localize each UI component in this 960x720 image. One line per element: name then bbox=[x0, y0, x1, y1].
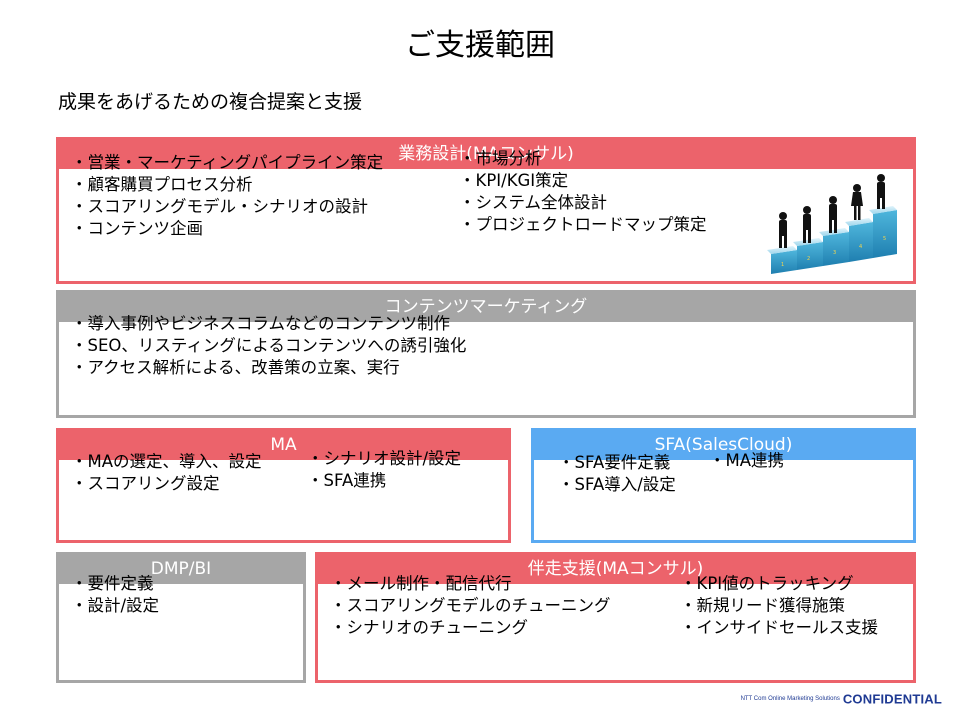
business-stairs-illustration: 1 2 3 4 5 bbox=[767, 174, 897, 274]
content-marketing-header: コンテンツマーケティング bbox=[59, 293, 913, 322]
ma-consult-col1: ・営業・マーケティングパイプライン策定 ・顧客購買プロセス分析 ・スコアリングモ… bbox=[71, 152, 383, 240]
sfa-box: SFA(SalesCloud) ・SFA要件定義 ・SFA導入/設定 ・MA連携 bbox=[531, 428, 916, 543]
list-item: ・営業・マーケティングパイプライン策定 bbox=[71, 153, 384, 172]
list-item: ・要件定義 bbox=[71, 574, 154, 593]
list-item: ・インサイドセールス支援 bbox=[680, 618, 878, 637]
list-item: ・市場分析 bbox=[459, 149, 542, 168]
support-col2: ・KPI値のトラッキング ・新規リード獲得施策 ・インサイドセールス支援 bbox=[680, 573, 878, 639]
dmp-bi-box: DMP/BI ・要件定義 ・設計/設定 bbox=[56, 552, 306, 683]
sfa-header: SFA(SalesCloud) bbox=[534, 431, 913, 460]
list-item: ・コンテンツ企画 bbox=[71, 219, 203, 238]
list-item: ・MAの選定、導入、設定 bbox=[71, 452, 262, 471]
step-number: 5 bbox=[883, 236, 886, 242]
ma-consult-header: 業務設計(MAコンサル) bbox=[59, 140, 913, 169]
ma-consult-col2: ・市場分析 ・KPI/KGI策定 ・システム全体設計 ・プロジェクトロードマップ… bbox=[459, 148, 707, 236]
ma-col2: ・シナリオ設計/設定 ・SFA連携 bbox=[307, 448, 461, 492]
list-item: ・アクセス解析による、改善策の立案、実行 bbox=[71, 358, 400, 377]
page-subtitle: 成果をあげるための複合提案と支援 bbox=[58, 91, 363, 113]
list-item: ・導入事例やビジネスコラムなどのコンテンツ制作 bbox=[71, 314, 451, 333]
ma-consult-box: 業務設計(MAコンサル) ・営業・マーケティングパイプライン策定 ・顧客購買プロ… bbox=[56, 137, 916, 284]
list-item: ・SFA導入/設定 bbox=[558, 475, 676, 494]
content-marketing-col1: ・導入事例やビジネスコラムなどのコンテンツ制作 ・SEO、リスティングによるコン… bbox=[71, 313, 466, 379]
list-item: ・SEO、リスティングによるコンテンツへの誘引強化 bbox=[71, 336, 467, 355]
list-item: ・SFA連携 bbox=[307, 471, 387, 490]
support-header: 伴走支援(MAコンサル) bbox=[318, 555, 913, 584]
sfa-col1: ・SFA要件定義 ・SFA導入/設定 bbox=[558, 452, 676, 496]
support-col1: ・メール制作・配信代行 ・スコアリングモデルのチューニング ・シナリオのチューニ… bbox=[330, 573, 611, 639]
list-item: ・シナリオのチューニング bbox=[330, 618, 528, 637]
ma-header: MA bbox=[59, 431, 508, 460]
content-marketing-box: コンテンツマーケティング ・導入事例やビジネスコラムなどのコンテンツ制作 ・SE… bbox=[56, 290, 916, 418]
step-number: 3 bbox=[833, 250, 836, 256]
list-item: ・KPI値のトラッキング bbox=[680, 574, 854, 593]
list-item: ・スコアリングモデルのチューニング bbox=[330, 596, 611, 615]
list-item: ・設計/設定 bbox=[71, 596, 160, 615]
list-item: ・顧客購買プロセス分析 bbox=[71, 175, 253, 194]
step-number: 1 bbox=[781, 262, 784, 268]
list-item: ・シナリオ設計/設定 bbox=[307, 449, 462, 468]
sfa-col2: ・MA連携 bbox=[709, 450, 784, 472]
confidential-label: CONFIDENTIAL bbox=[842, 691, 942, 707]
list-item: ・スコアリング設定 bbox=[71, 474, 220, 493]
page-title: ご支援範囲 bbox=[405, 28, 555, 63]
ma-box: MA ・MAの選定、導入、設定 ・スコアリング設定 ・シナリオ設計/設定 ・SF… bbox=[56, 428, 511, 543]
support-box: 伴走支援(MAコンサル) ・メール制作・配信代行 ・スコアリングモデルのチューニ… bbox=[315, 552, 916, 683]
ma-col1: ・MAの選定、導入、設定 ・スコアリング設定 bbox=[71, 451, 262, 495]
list-item: ・メール制作・配信代行 bbox=[330, 574, 512, 593]
company-name: NTT Com Online Marketing Solutions bbox=[740, 695, 840, 702]
step-number: 2 bbox=[807, 256, 810, 262]
list-item: ・SFA要件定義 bbox=[558, 453, 671, 472]
dmp-bi-col1: ・要件定義 ・設計/設定 bbox=[71, 573, 159, 617]
list-item: ・新規リード獲得施策 bbox=[680, 596, 845, 615]
list-item: ・KPI/KGI策定 bbox=[459, 171, 569, 190]
list-item: ・システム全体設計 bbox=[459, 193, 608, 212]
list-item: ・プロジェクトロードマップ策定 bbox=[459, 215, 707, 234]
list-item: ・スコアリングモデル・シナリオの設計 bbox=[71, 197, 368, 216]
list-item: ・MA連携 bbox=[709, 451, 785, 470]
step-number: 4 bbox=[859, 244, 862, 250]
dmp-bi-header: DMP/BI bbox=[59, 555, 303, 584]
